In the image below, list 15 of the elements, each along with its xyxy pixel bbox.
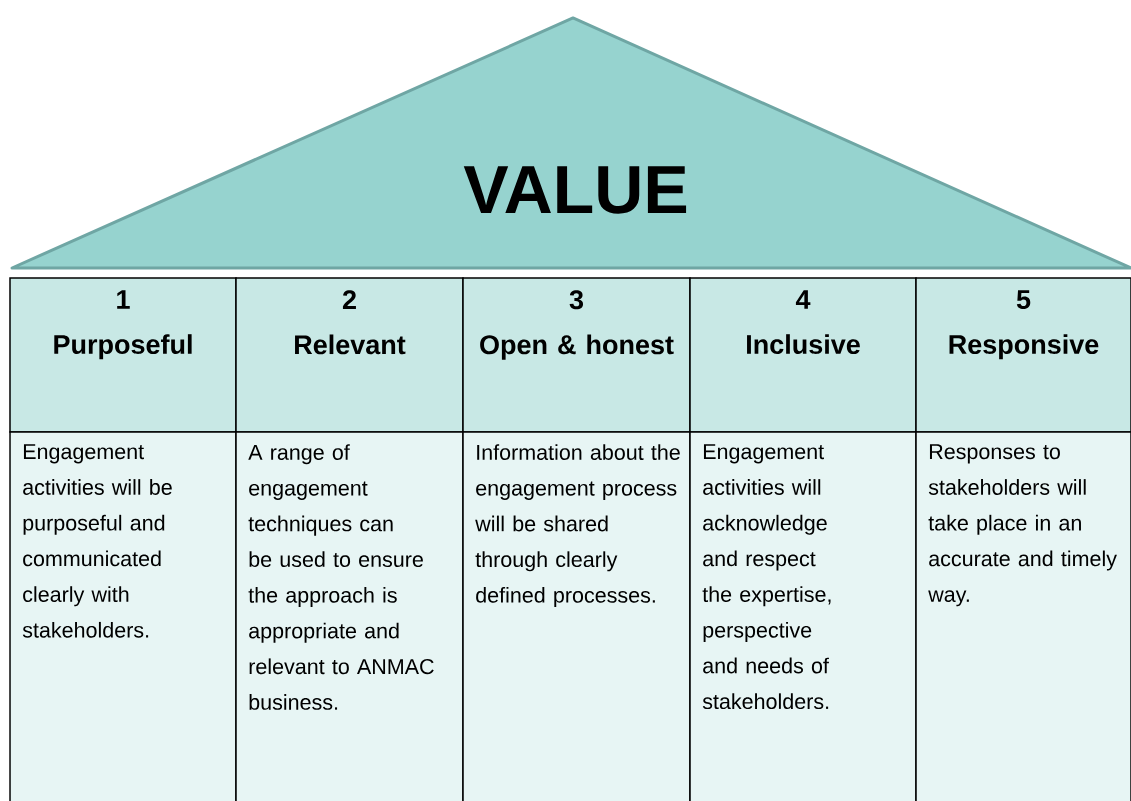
header-cell: 3 Open & honest bbox=[462, 277, 691, 433]
header-cell: 5 Responsive bbox=[915, 277, 1131, 433]
description-cell: Responses to stakeholders will take place in an accurate and timely way. bbox=[915, 431, 1131, 801]
node-label: Engagement activities will be purposeful and communicated clearly with stakeholders. bbox=[22, 444, 172, 638]
description-cell: Engagement activities will acknowledge and respect the expertise, perspective and needs of stakeholders. bbox=[689, 431, 917, 801]
node-label: Information about the engagement process will be shared through clearly defined processes. bbox=[475, 444, 680, 608]
description-cell: Engagement activities will be purposeful and communicated clearly with stakeholders. bbox=[9, 431, 237, 801]
description-cell: A range of engagement techniques can be used to ensure the approach is appropriate and relevant to ANMAC business. bbox=[235, 431, 464, 801]
header-cell: 4 Inclusive bbox=[689, 277, 917, 433]
description-cell: Information about the engagement process will be shared through clearly defined processes. bbox=[462, 431, 691, 801]
header-cell: 1 Purposeful bbox=[9, 277, 237, 433]
header-cell: 2 Relevant bbox=[235, 277, 464, 433]
roof-triangle: VALUE bbox=[10, 16, 1131, 270]
node-label: A range of engagement techniques can be used to ensure the approach is appropriate and relevant to ANMAC business. bbox=[248, 444, 434, 710]
node-label: Engagement activities will acknowledge and respect the expertise, perspective and needs of stakeholders. bbox=[702, 444, 831, 710]
